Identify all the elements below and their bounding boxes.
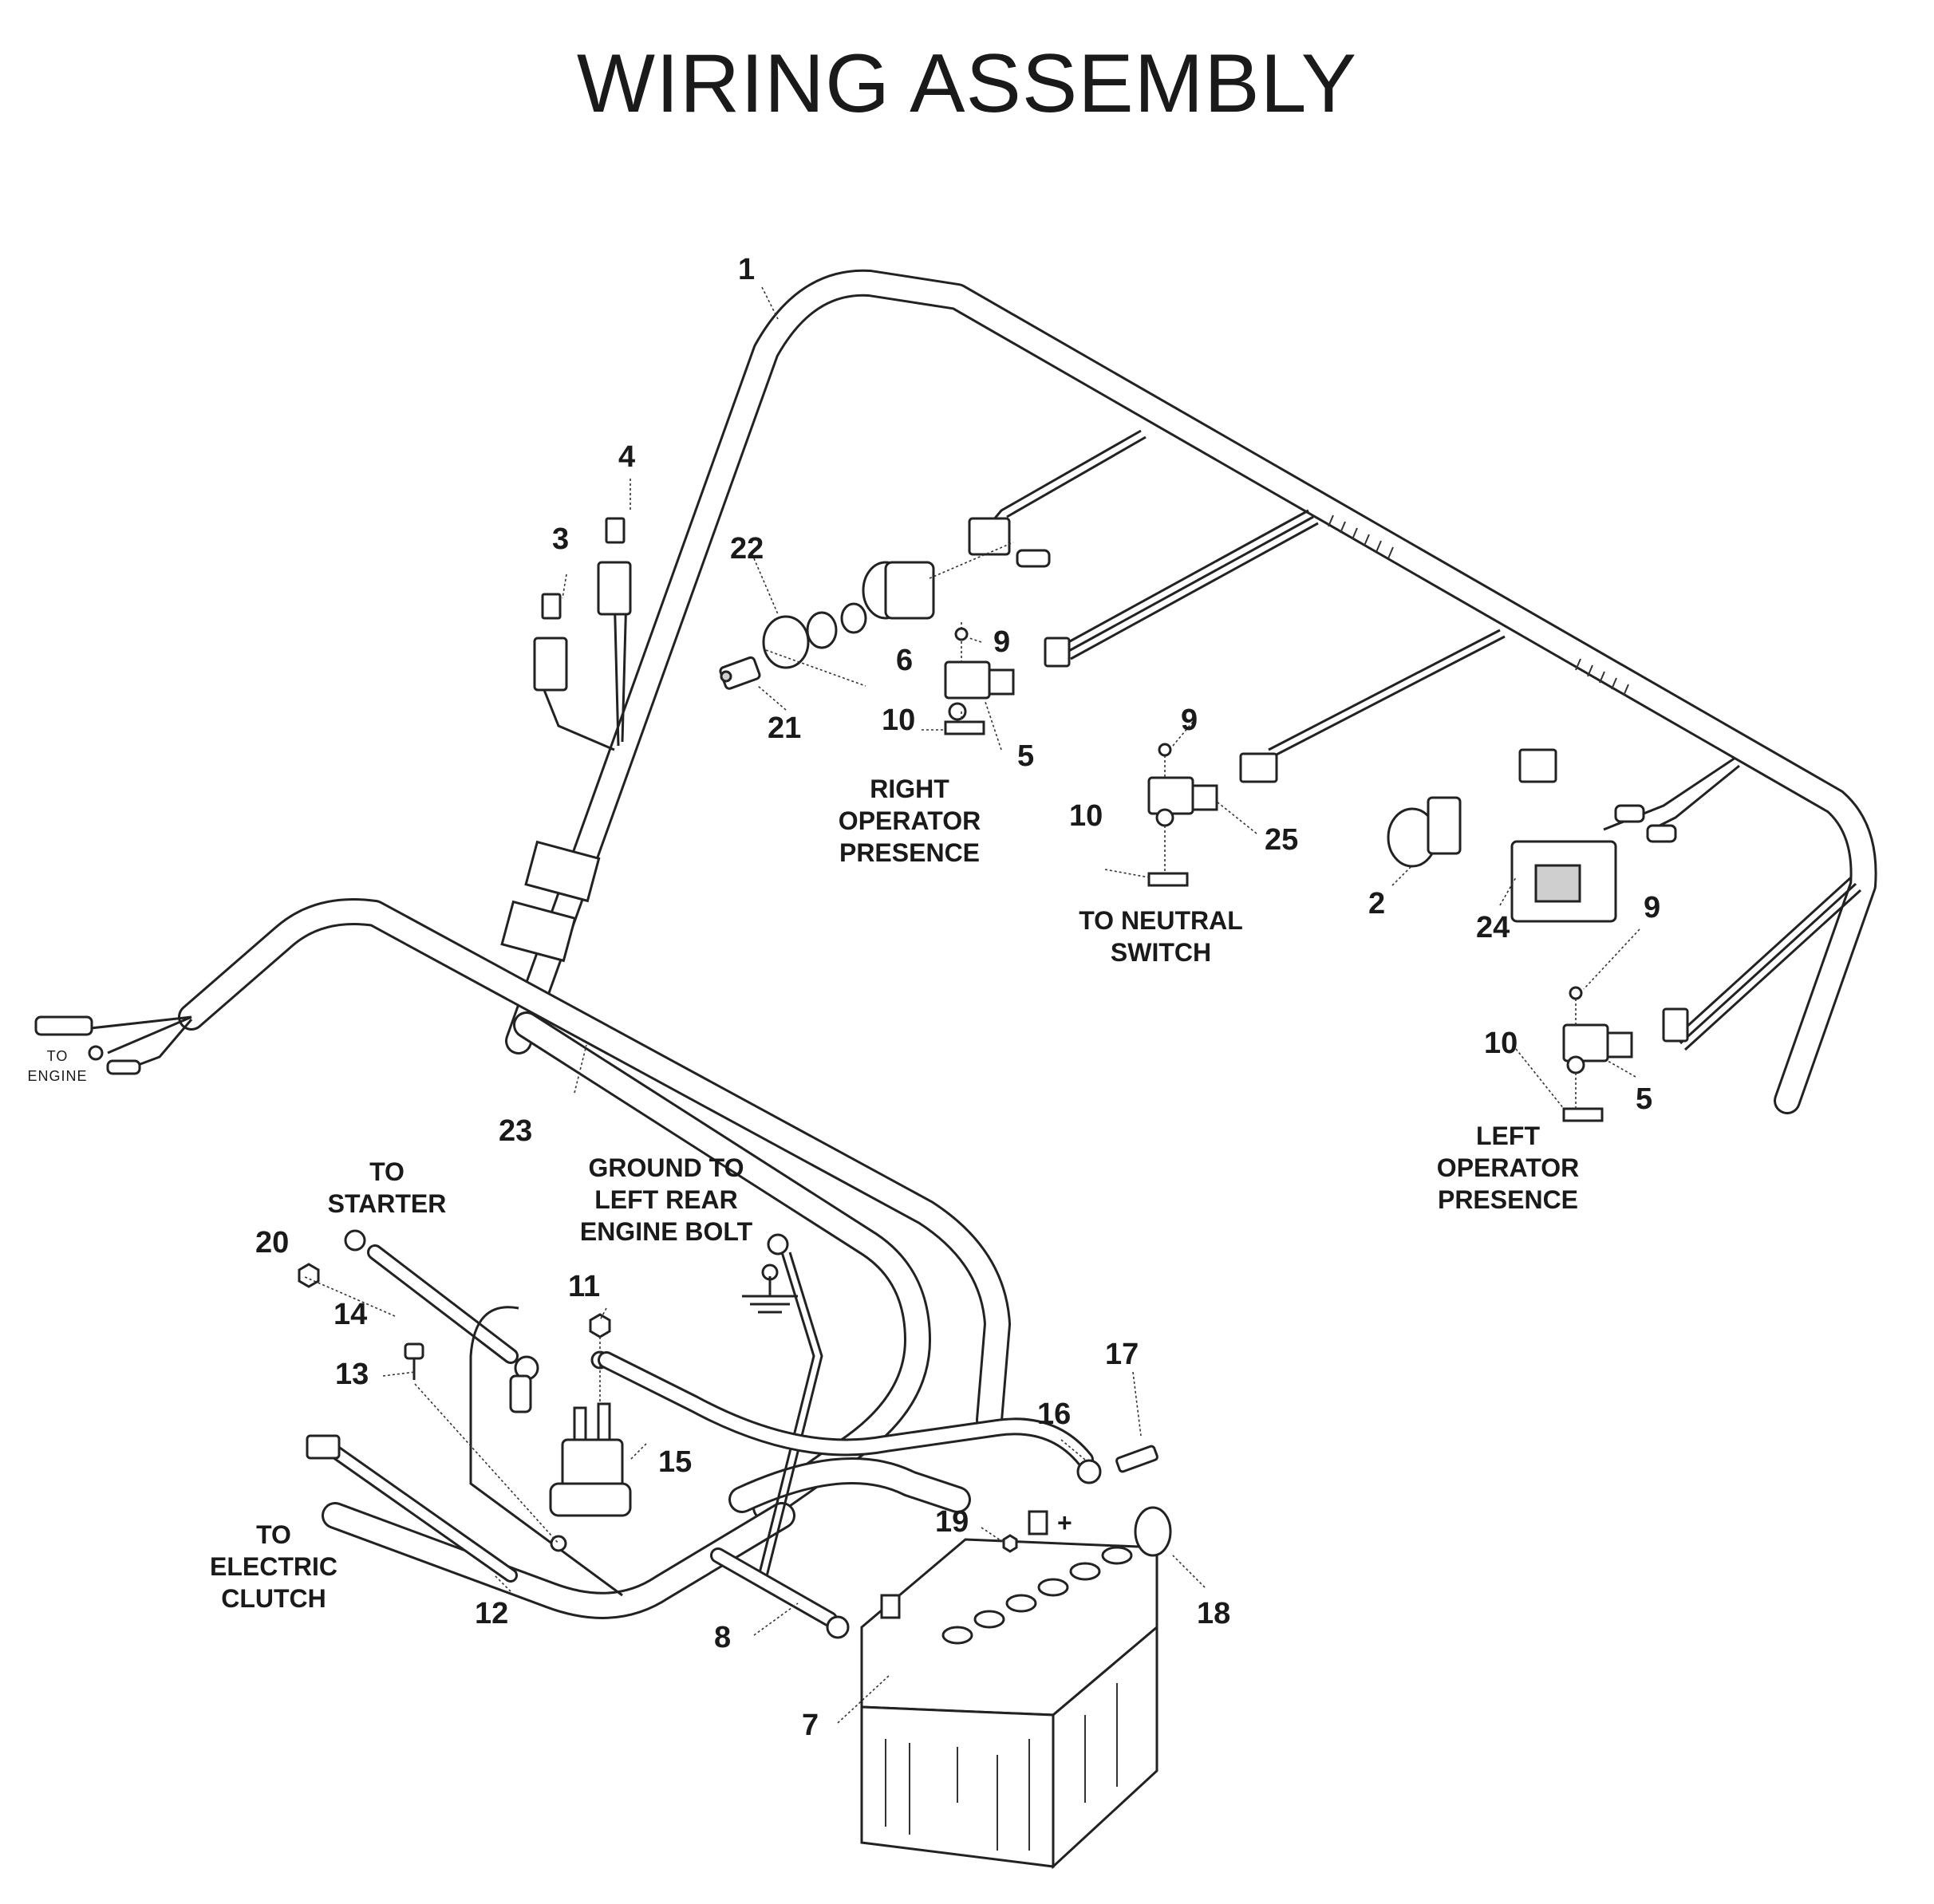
part-number-4: 4 (618, 440, 635, 474)
solenoid-icon (404, 1306, 632, 1597)
callout-to-starter-2: STARTER (328, 1189, 447, 1218)
callout-labels: RIGHT OPERATOR PRESENCE TO NEUTRAL SWITC… (27, 775, 1579, 1613)
part-number-5a: 5 (1017, 739, 1034, 773)
main-harness (505, 269, 1877, 1114)
ground-symbol-icon (742, 1276, 798, 1314)
callout-neutral-switch-1: TO NEUTRAL (1079, 906, 1243, 935)
part-number-5b: 5 (1636, 1082, 1652, 1116)
callout-left-operator-presence-1: LEFT (1476, 1122, 1540, 1150)
callout-electric-clutch-3: CLUTCH (221, 1584, 326, 1613)
part-number-3: 3 (552, 522, 569, 556)
page-title: WIRING ASSEMBLY (577, 37, 1357, 130)
fuse-icon (533, 517, 632, 692)
part-number-10c: 10 (1484, 1027, 1518, 1060)
battery-cables (598, 1351, 1158, 1639)
part-number-23: 23 (499, 1114, 532, 1148)
part-number-20: 20 (255, 1226, 289, 1259)
callout-right-operator-presence-3: PRESENCE (839, 838, 980, 867)
callout-right-operator-presence-1: RIGHT (870, 775, 949, 803)
callout-to-engine-2: ENGINE (27, 1068, 87, 1084)
part-number-21: 21 (768, 712, 801, 745)
part-number-2: 2 (1368, 887, 1385, 920)
part-number-22: 22 (730, 532, 764, 566)
part-number-9a: 9 (993, 625, 1010, 659)
callout-ground-2: LEFT REAR (594, 1185, 738, 1214)
part-number-25: 25 (1265, 823, 1298, 857)
part-number-10b: 10 (1069, 799, 1103, 833)
part-number-18: 18 (1197, 1597, 1230, 1630)
callout-ground-3: ENGINE BOLT (580, 1217, 753, 1246)
part-number-16: 16 (1037, 1397, 1071, 1431)
hour-meter-icon (1510, 804, 1677, 923)
part-number-10a: 10 (882, 704, 915, 737)
callout-ground-1: GROUND TO (589, 1153, 744, 1182)
part-number-9b: 9 (1181, 704, 1198, 737)
callout-electric-clutch-2: ELECTRIC (210, 1552, 337, 1581)
horn-icon (1387, 748, 1557, 868)
callout-right-operator-presence-2: OPERATOR (839, 806, 981, 835)
callout-to-starter-1: TO (369, 1157, 405, 1186)
part-number-11: 11 (568, 1270, 600, 1303)
key-icon (719, 656, 761, 690)
engine-connector (34, 1015, 93, 1036)
callout-left-operator-presence-2: OPERATOR (1437, 1153, 1579, 1182)
part-number-1: 1 (738, 253, 755, 286)
part-number-7: 7 (802, 1709, 819, 1742)
part-number-9c: 9 (1644, 891, 1660, 924)
battery-terminal-sign: + (1057, 1508, 1072, 1537)
part-number-14: 14 (334, 1298, 367, 1331)
part-number-12: 12 (475, 1597, 508, 1630)
clutch-lead (306, 1434, 518, 1583)
callout-to-engine-1: TO (47, 1048, 69, 1064)
corrugated-sleeve (1328, 514, 1629, 696)
part-number-24: 24 (1476, 911, 1510, 944)
part-number-6: 6 (896, 644, 913, 677)
neutral-switch (1147, 743, 1278, 887)
part-number-13: 13 (335, 1358, 369, 1391)
operator-presence-switch-left (1562, 986, 1689, 1122)
connector-icon (500, 840, 601, 963)
part-number-labels: 1 2 3 4 5 5 6 7 8 9 9 9 10 10 10 11 12 1… (255, 253, 1660, 1742)
callout-neutral-switch-2: SWITCH (1111, 938, 1211, 967)
callout-electric-clutch-1: TO (256, 1520, 291, 1549)
leader-lines (302, 286, 1640, 1724)
callout-left-operator-presence-3: PRESENCE (1438, 1185, 1578, 1214)
part-number-17: 17 (1105, 1338, 1139, 1371)
ignition-switch-icon (762, 517, 1051, 687)
battery-icon: + (860, 1506, 1172, 1870)
part-number-19: 19 (935, 1505, 969, 1539)
operator-presence-switch-right (944, 622, 1071, 735)
part-number-8: 8 (714, 1621, 731, 1654)
part-number-15: 15 (658, 1445, 692, 1479)
engine-harness (34, 898, 1011, 1619)
starter-cable (298, 1229, 539, 1381)
